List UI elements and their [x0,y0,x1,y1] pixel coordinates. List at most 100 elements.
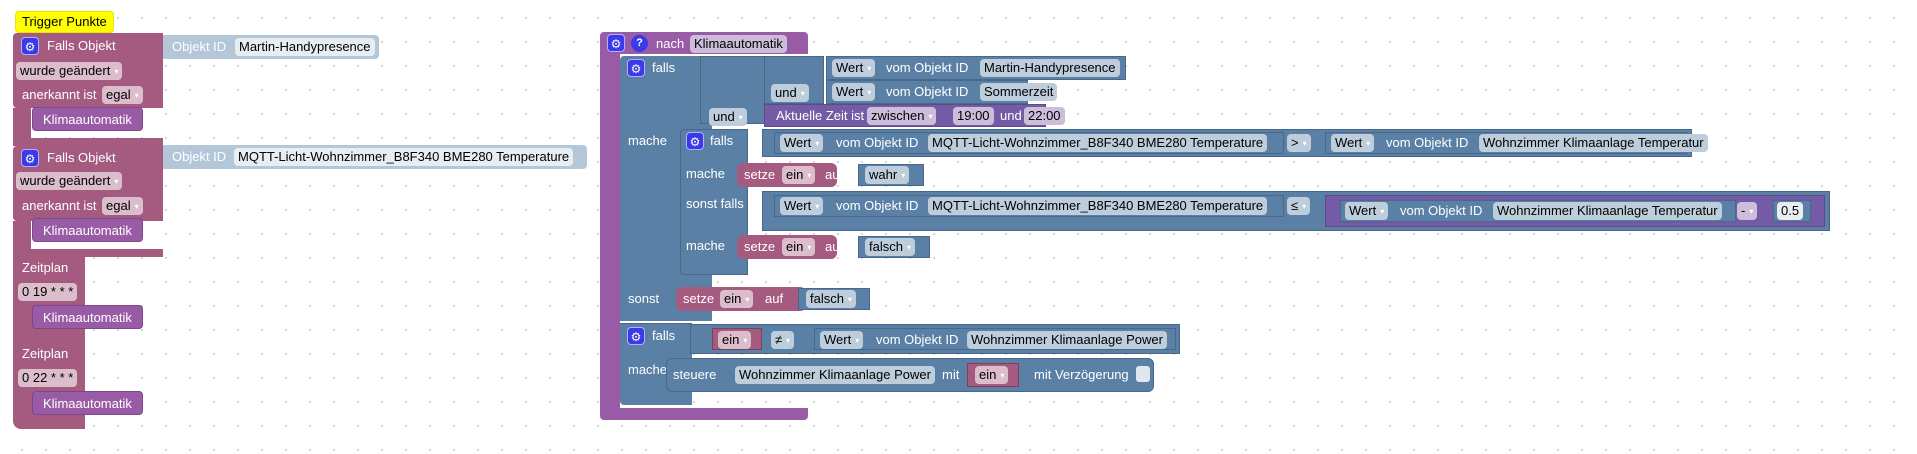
number-field[interactable]: 0.5 [1777,202,1804,220]
procedure-name-field[interactable]: Klimaautomatik [690,35,787,53]
control-target-field[interactable]: Wohnzimmer Klimaanlage Power [735,366,935,384]
to-label: auf [765,291,784,306]
prop-value: Wert [836,60,864,75]
from-object-label: vom Objekt ID [1386,135,1469,150]
bool-dropdown[interactable]: falsch▾ [865,238,915,256]
object-id-field[interactable]: Wohnzimmer Klimaanlage Temperatur [1479,134,1708,152]
change-dropdown[interactable]: wurde geändert▾ [16,62,123,80]
prop-value: Wert [784,135,812,150]
dropdown-arrow-icon: ▾ [901,170,906,180]
object-id-field[interactable]: Sommerzeit [980,83,1058,101]
gear-icon[interactable]: ⚙ [627,59,645,77]
dropdown-arrow-icon: ▾ [906,242,911,252]
compare-op-dropdown[interactable]: ≠▾ [771,331,795,349]
control-label: steuere [673,367,717,382]
prop-dropdown[interactable]: Wert▾ [1331,134,1375,152]
compare-op-dropdown[interactable]: >▾ [1287,134,1311,152]
math-op-dropdown[interactable]: -▾ [1737,202,1758,220]
to-label: auf [825,239,844,254]
dropdown-arrow-icon: ▾ [1302,201,1307,211]
ack-label: anerkannt ist [22,87,97,102]
dropdown-arrow-icon: ▾ [807,170,812,180]
var-dropdown[interactable]: ein▾ [975,366,1009,384]
trigger-block-1-spine [13,108,31,146]
bool-dropdown[interactable]: falsch▾ [806,290,856,308]
ack-dropdown[interactable]: egal▾ [102,197,143,215]
from-object-label: vom Objekt ID [886,84,969,99]
math-op-value: - [1741,203,1746,218]
gear-icon[interactable]: ⚙ [21,37,39,55]
inner-if-block[interactable] [680,129,748,275]
dropdown-arrow-icon: ▾ [928,111,933,121]
time-from-field[interactable]: 19:00 [953,107,994,125]
dropdown-arrow-icon: ▾ [855,335,860,345]
procedure-label: nach [656,36,685,51]
call-klimaautomatik-3[interactable]: Klimaautomatik [32,305,143,329]
var-dropdown[interactable]: ein▾ [782,238,816,256]
var-dropdown[interactable]: ein▾ [782,166,816,184]
prop-dropdown[interactable]: Wert▾ [1345,202,1389,220]
call-klimaautomatik-2[interactable]: Klimaautomatik [32,218,143,242]
ack-dropdown[interactable]: egal▾ [102,86,143,104]
time-op-dropdown[interactable]: zwischen▾ [867,107,937,125]
call-klimaautomatik-1[interactable]: Klimaautomatik [32,107,143,131]
prop-dropdown[interactable]: Wert▾ [780,134,824,152]
change-dropdown[interactable]: wurde geändert▾ [16,172,123,190]
and-value: und [775,85,797,100]
falls-label: falls [652,328,676,343]
var-dropdown[interactable]: ein▾ [720,290,754,308]
prop-dropdown[interactable]: Wert▾ [832,83,876,101]
and-value: und [713,109,735,124]
and-dropdown[interactable]: und▾ [771,84,809,102]
mache-label: mache [628,362,668,377]
comment-text: Trigger Punkte [22,14,107,29]
var-dropdown[interactable]: ein▾ [718,331,752,349]
object-id-field[interactable]: MQTT-Licht-Wohnzimmer_B8F340 BME280 Temp… [928,134,1268,152]
prop-dropdown[interactable]: Wert▾ [832,59,876,77]
set-label: setze [683,291,715,306]
gear-icon[interactable]: ⚙ [607,34,625,52]
object-id-field[interactable]: MQTT-Licht-Wohnzimmer_B8F340 BME280 Temp… [234,148,574,166]
to-label: auf [825,167,844,182]
var-value: ein [786,239,804,254]
comment-trigger-punkte[interactable]: Trigger Punkte [15,11,114,33]
schedule-title: Zeitplan [22,346,69,361]
set-label: setze [744,167,776,182]
falls-label: falls [710,133,734,148]
time-op-value: zwischen [871,108,925,123]
ack-value: egal [106,198,131,213]
mache-label: mache [628,133,668,148]
dropdown-arrow-icon: ▾ [114,66,119,76]
and-dropdown[interactable]: und▾ [709,108,747,126]
prop-dropdown[interactable]: Wert▾ [780,197,824,215]
call-klimaautomatik-4[interactable]: Klimaautomatik [32,391,143,415]
help-icon[interactable]: ? [631,35,648,52]
gear-icon[interactable]: ⚙ [627,327,645,345]
bool-dropdown[interactable]: wahr▾ [865,166,910,184]
object-id-field[interactable]: Wohnzimmer Klimaanlage Temperatur [1493,202,1722,220]
trigger-title: Falls Objekt [47,150,116,165]
falls-label: falls [652,60,676,75]
gear-icon[interactable]: ⚙ [686,132,704,150]
object-id-field[interactable]: Martin-Handypresence [980,59,1120,77]
cron-field[interactable]: 0 22 * * * [18,369,78,387]
delay-checkbox[interactable] [1136,366,1150,382]
object-id-field[interactable]: MQTT-Licht-Wohnzimmer_B8F340 BME280 Temp… [928,197,1268,215]
gear-icon[interactable]: ⚙ [21,149,39,167]
prop-dropdown[interactable]: Wert▾ [820,331,864,349]
trigger-title: Falls Objekt [47,38,116,53]
sonst-falls-label: sonst falls [686,196,744,211]
from-object-label: vom Objekt ID [876,332,959,347]
cron-field[interactable]: 0 19 * * * [18,283,78,301]
change-value: wurde geändert [20,63,111,78]
delay-label: mit Verzögerung [1034,367,1129,382]
set-label: setze [744,239,776,254]
dropdown-arrow-icon: ▾ [807,242,812,252]
mache-label: mache [686,166,726,181]
compare-op-dropdown[interactable]: ≤▾ [1287,197,1311,215]
ack-value: egal [106,87,131,102]
object-id-field[interactable]: Martin-Handypresence [235,38,375,56]
object-id-field[interactable]: Wohnzimmer Klimaanlage Power [967,331,1167,349]
time-to-field[interactable]: 22:00 [1024,107,1065,125]
dropdown-arrow-icon: ▾ [1380,206,1385,216]
